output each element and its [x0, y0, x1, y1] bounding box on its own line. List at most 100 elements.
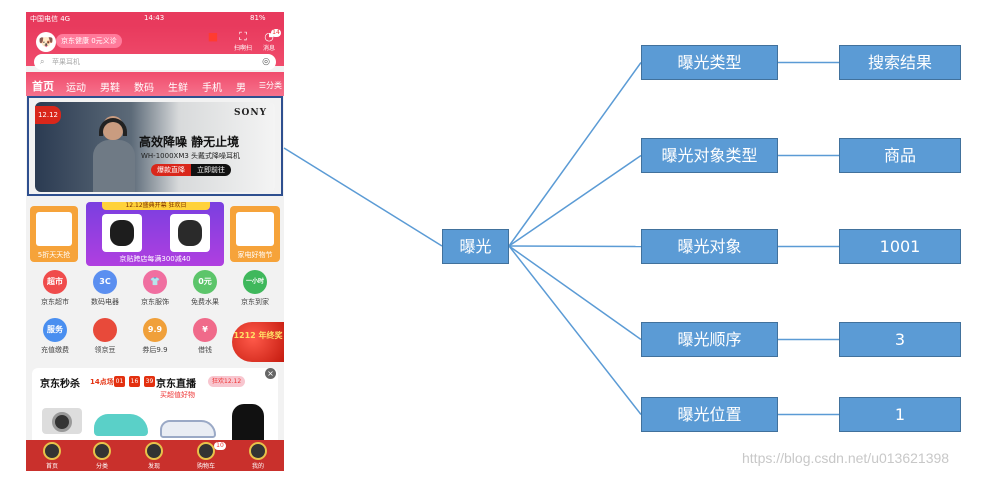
banner-ad[interactable]: 12.12 SONY 高效降噪 静无止境 WH-1000XM3 头戴式降噪耳机 …	[35, 102, 275, 192]
tab-sports[interactable]: 运动	[66, 83, 86, 94]
message-button[interactable]: ◔消息	[258, 30, 280, 53]
root-node-exposure: 曝光	[442, 229, 509, 264]
tab-fresh[interactable]: 生鲜	[168, 83, 188, 94]
scan-button[interactable]: ⛶扫啊扫	[233, 30, 252, 53]
tv-image	[36, 212, 72, 246]
value-node-position: 1	[839, 397, 961, 432]
phone-screenshot: 中国电信 4G 14:43 81% 🐶 京东健康 0元义诊 ■ ⛶扫啊扫 ◔消息…	[26, 12, 284, 471]
bottom-tab-discover[interactable]: 发现	[134, 442, 174, 470]
year-end-badge[interactable]: 1212 年终奖	[232, 322, 284, 362]
coupon-icon: 9.9	[143, 318, 167, 342]
appliance-image	[236, 212, 274, 246]
banner-title: 高效降噪 静无止境	[139, 135, 240, 149]
bottom-tab-mine[interactable]: 我的	[238, 442, 278, 470]
cart-icon	[197, 442, 215, 460]
value-node-order: 3	[839, 322, 961, 357]
gift-icon[interactable]: ■	[207, 30, 219, 43]
headphone-product[interactable]	[102, 214, 142, 252]
digital-icon: 3C	[93, 270, 117, 294]
clock: 14:43	[144, 14, 165, 22]
shortcut-supermarket[interactable]: 超市京东超市	[32, 270, 78, 307]
key-node-order: 曝光顺序	[641, 322, 778, 357]
shoe-product[interactable]	[160, 400, 216, 444]
banner-hot-button[interactable]: 爆款直降	[151, 164, 191, 176]
bottom-tab-home[interactable]: 首页	[32, 442, 72, 470]
highlighted-banner[interactable]: 12.12 SONY 高效降噪 静无止境 WH-1000XM3 头戴式降噪耳机 …	[27, 96, 283, 196]
seckill-title: 京东秒杀	[40, 379, 80, 390]
carrier-label: 中国电信 4G	[30, 15, 71, 23]
battery-level: 81%	[250, 14, 266, 22]
key-node-type: 曝光类型	[641, 45, 778, 80]
fruit-tree-icon: 0元	[193, 270, 217, 294]
edge-banner-to-root	[283, 147, 443, 247]
festival-strip: 京贴跨店每满300减40	[119, 255, 191, 263]
live-subtitle: 买超值好物	[160, 391, 195, 399]
jd-mascot-icon[interactable]: 🐶	[36, 32, 56, 52]
wallet-icon: ¥	[193, 318, 217, 342]
category-icon	[93, 442, 111, 460]
value-node-type: 搜索结果	[839, 45, 961, 80]
bottom-tab-cart[interactable]: 购物车	[186, 442, 226, 470]
tab-home[interactable]: 首页	[32, 80, 54, 93]
sneaker-product[interactable]	[94, 400, 148, 444]
tab-mens-shoes[interactable]: 男鞋	[100, 83, 120, 94]
value-node-object-type: 商品	[839, 138, 961, 173]
hoodie-product[interactable]	[228, 400, 268, 444]
search-placeholder: 苹果耳机	[52, 58, 80, 66]
category-tabs: 首页 运动 男鞋 数码 生鲜 手机 男 ☰分类	[26, 72, 284, 96]
banner-person-image	[93, 110, 135, 192]
promo-row: 5折天天抢 12.12盛典开幕 狂欢日 京贴跨店每满300减40 家电好物节	[30, 202, 280, 266]
discover-icon	[145, 442, 163, 460]
bottom-tab-category[interactable]: 分类	[82, 442, 122, 470]
bottom-tab-bar: 首页 分类 发现 购物车 10 我的	[26, 440, 284, 471]
shortcut-beans[interactable]: 领京豆	[82, 318, 128, 355]
watermark: https://blog.csdn.net/u013621398	[742, 450, 950, 466]
edge-root-to-type	[508, 62, 642, 247]
tab-digital[interactable]: 数码	[134, 83, 154, 94]
key-node-object-type: 曝光对象类型	[641, 138, 778, 173]
message-icon: ◔	[264, 30, 274, 43]
seckill-card[interactable]: 京东秒杀 14点场 01 16 39 京东直播 狂欢12.12 买超值好物 ×	[32, 368, 278, 448]
shortcut-recharge[interactable]: 服务充值缴费	[32, 318, 78, 355]
shortcut-apparel[interactable]: 👕京东服饰	[132, 270, 178, 307]
countdown-minutes: 16	[129, 376, 140, 387]
camera-icon[interactable]: ◎	[262, 57, 270, 67]
shortcut-loan[interactable]: ¥借钱	[182, 318, 228, 355]
edge-root-to-object	[508, 245, 642, 248]
shortcut-free-fruit[interactable]: 0元免费水果	[182, 270, 228, 307]
banner-subtitle: WH-1000XM3 头戴式降噪耳机	[141, 152, 241, 160]
bean-icon	[93, 318, 117, 342]
tab-phones[interactable]: 手机	[202, 83, 222, 94]
live-title: 京东直播	[156, 379, 196, 390]
cart-badge: 10	[214, 442, 226, 450]
category-more-button[interactable]: ☰分类	[258, 81, 282, 90]
profile-icon	[249, 442, 267, 460]
mouse-product[interactable]	[170, 214, 210, 252]
edge-root-to-order	[508, 245, 642, 341]
close-icon[interactable]: ×	[265, 368, 276, 379]
service-icon: 服务	[43, 318, 67, 342]
countdown-seconds: 39	[144, 376, 155, 387]
festival-tag: 12.12盛典开幕 狂欢日	[102, 202, 210, 210]
brand-logo: SONY	[234, 108, 267, 118]
health-promo-pill[interactable]: 京东健康 0元义诊	[56, 34, 122, 48]
search-input[interactable]: ⌕ 苹果耳机 ◎	[34, 54, 276, 70]
camera-product[interactable]	[42, 400, 82, 444]
edge-root-to-object-type	[508, 154, 642, 247]
banner-cta[interactable]: 爆款直降 立即前往	[151, 164, 231, 176]
delivery-icon: 一小时	[243, 270, 267, 294]
banner-go-button[interactable]: 立即前往	[191, 164, 231, 176]
banner-badge: 12.12	[35, 106, 61, 124]
edge-root-to-position	[508, 245, 642, 415]
tab-men[interactable]: 男	[236, 83, 246, 94]
appliance-card[interactable]: 家电好物节	[230, 206, 280, 262]
home-icon	[43, 442, 61, 460]
shirt-icon: 👕	[143, 270, 167, 294]
message-badge: 14	[271, 29, 281, 37]
scan-icon: ⛶	[239, 30, 247, 43]
flash-deal-card[interactable]: 5折天天抢	[30, 206, 78, 262]
shortcut-jd-home[interactable]: 一小时京东到家	[232, 270, 278, 307]
